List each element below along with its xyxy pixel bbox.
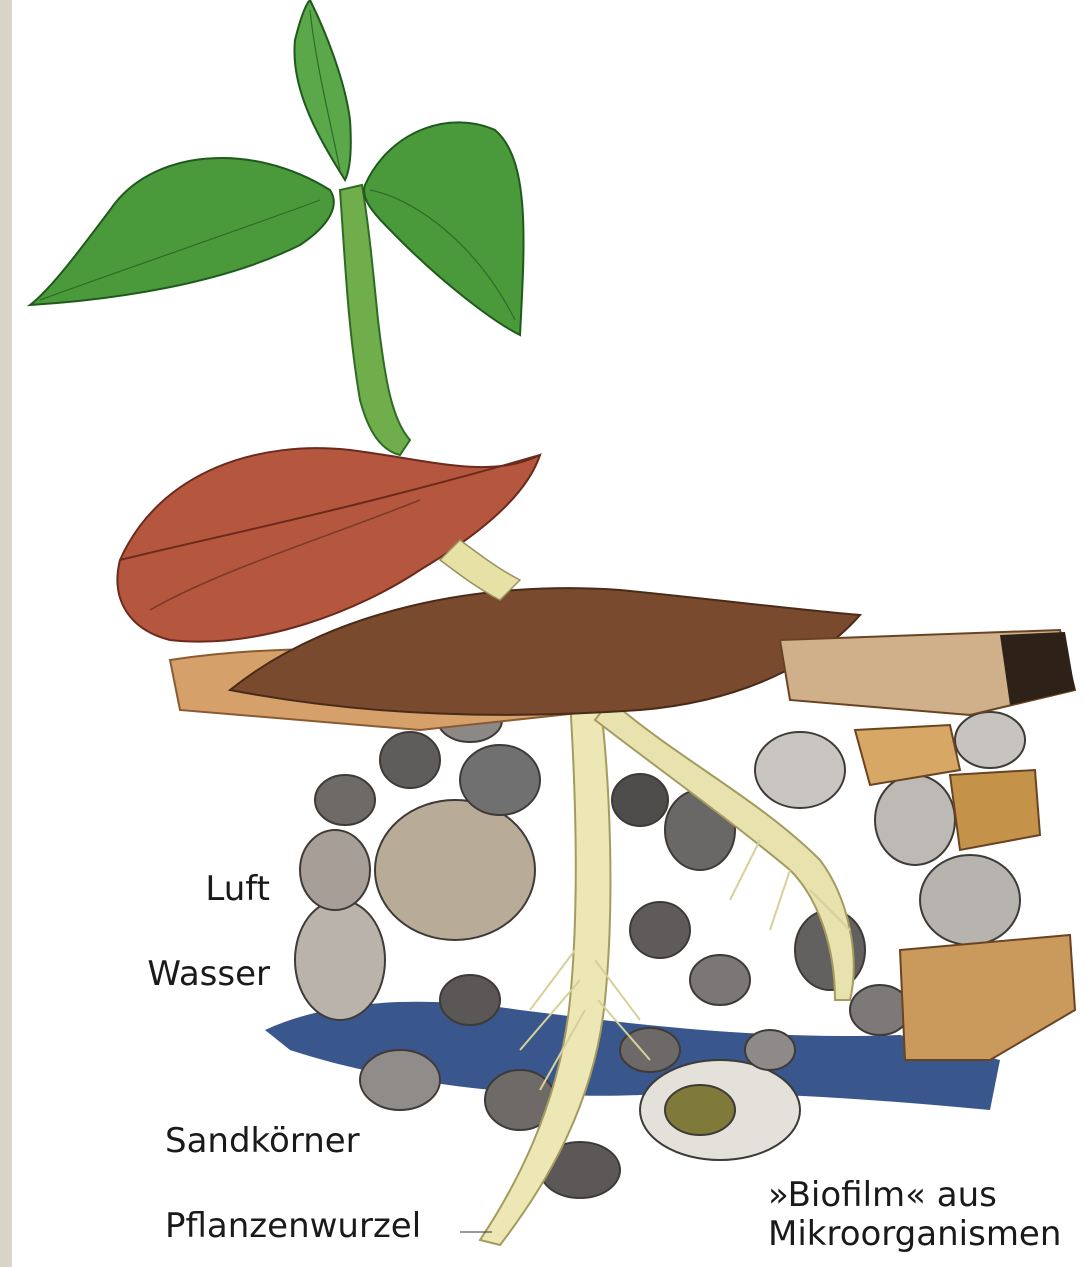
label-pflanzenwurzel: Pflanzenwurzel — [165, 1207, 421, 1246]
paper-edge — [0, 0, 12, 1267]
label-biofilm-line1: »Biofilm« aus — [768, 1176, 1061, 1215]
label-biofilm-line2: Mikroorganismen — [768, 1215, 1061, 1254]
stem-base — [440, 540, 520, 600]
label-wasser: Wasser — [147, 955, 270, 994]
leaf-litter — [117, 448, 1075, 730]
seedling-leaves — [30, 0, 524, 335]
label-sandkoerner: Sandkörner — [165, 1122, 360, 1161]
label-luft: Luft — [205, 870, 270, 909]
label-biofilm: »Biofilm« aus Mikroorganismen — [768, 1176, 1061, 1254]
